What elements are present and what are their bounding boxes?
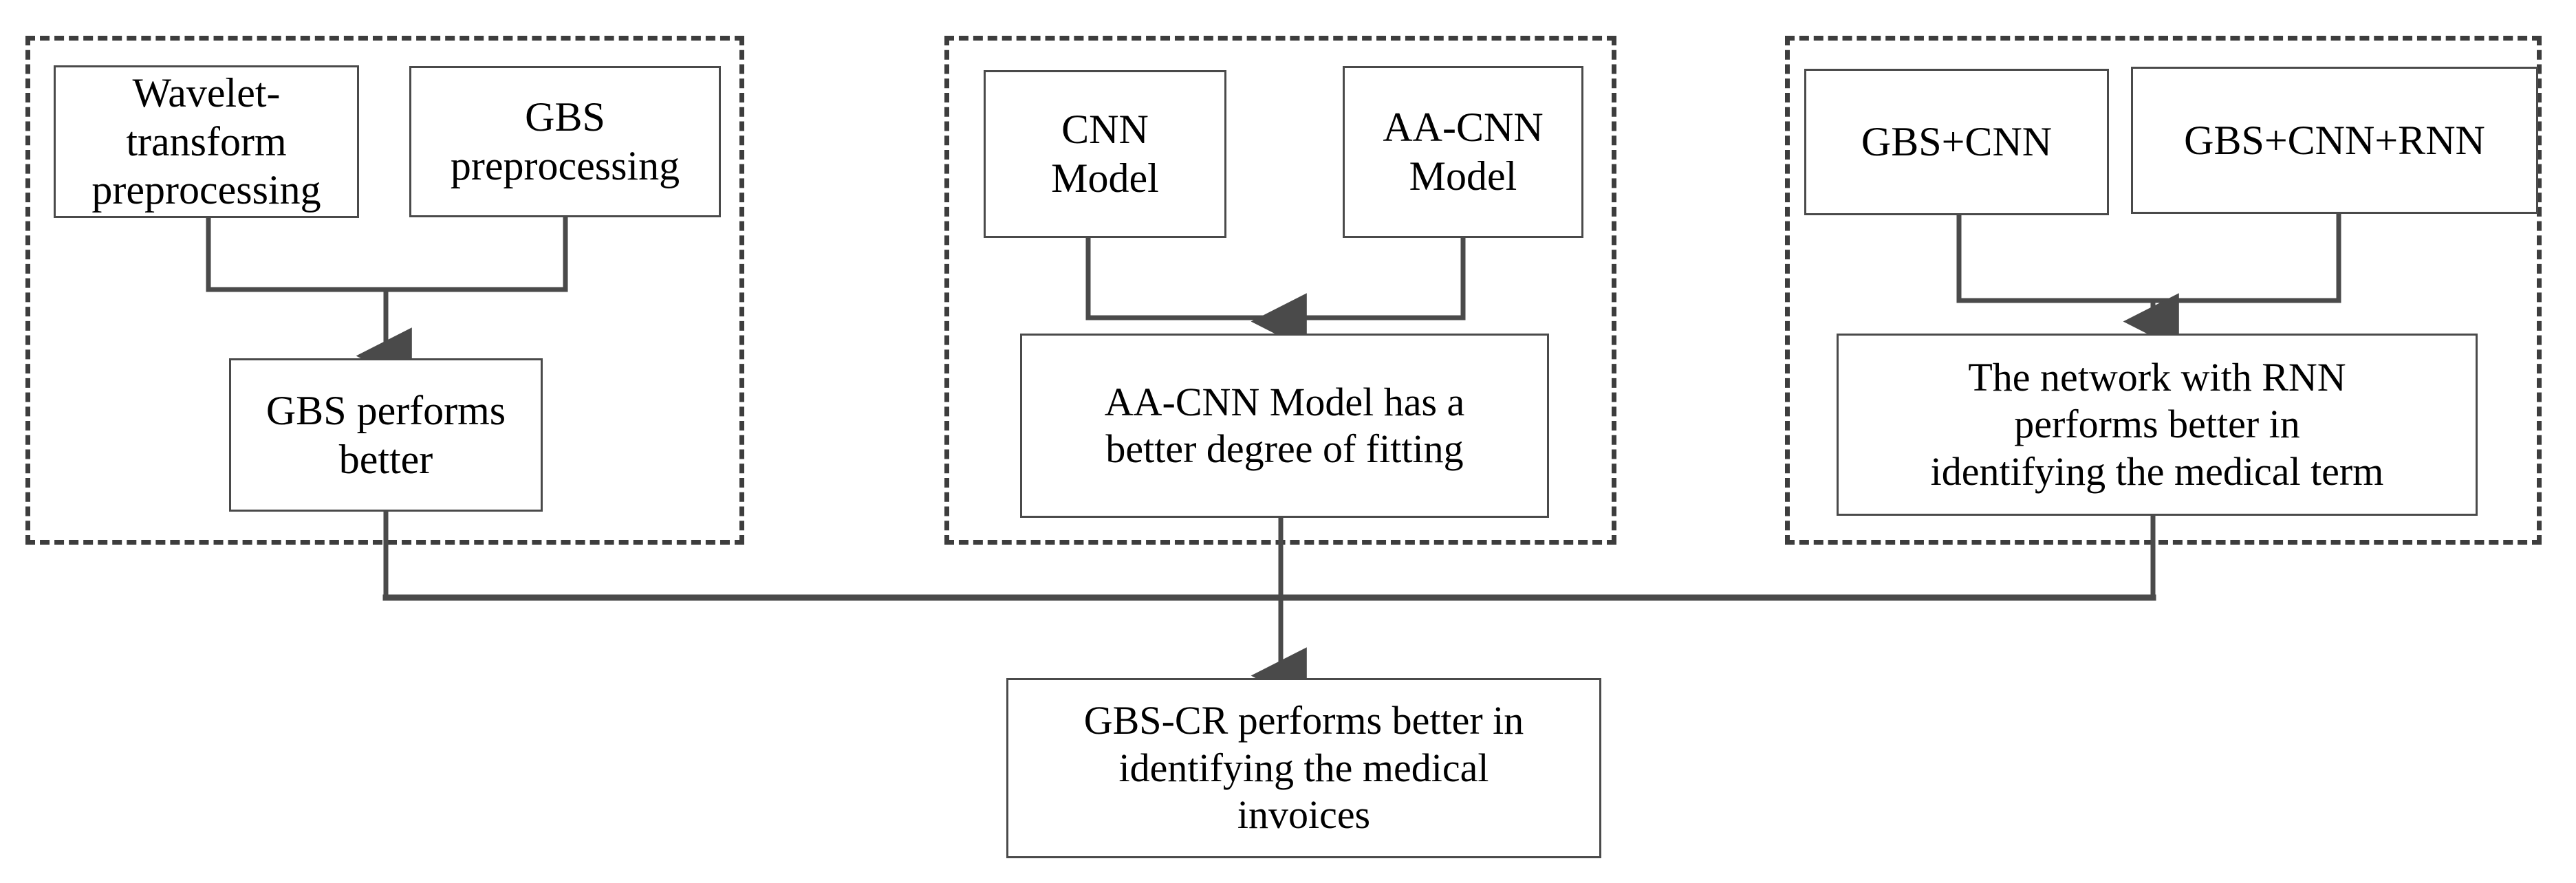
node-gbs-cnn[interactable]: GBS+CNN	[1804, 69, 2109, 215]
node-label: GBS+CNN+RNN	[2184, 117, 2485, 163]
node-gbs-cnn-rnn[interactable]: GBS+CNN+RNN	[2131, 67, 2538, 214]
group-networks-boundary	[1785, 36, 2542, 545]
node-label: GBS+CNN	[1861, 119, 2053, 165]
